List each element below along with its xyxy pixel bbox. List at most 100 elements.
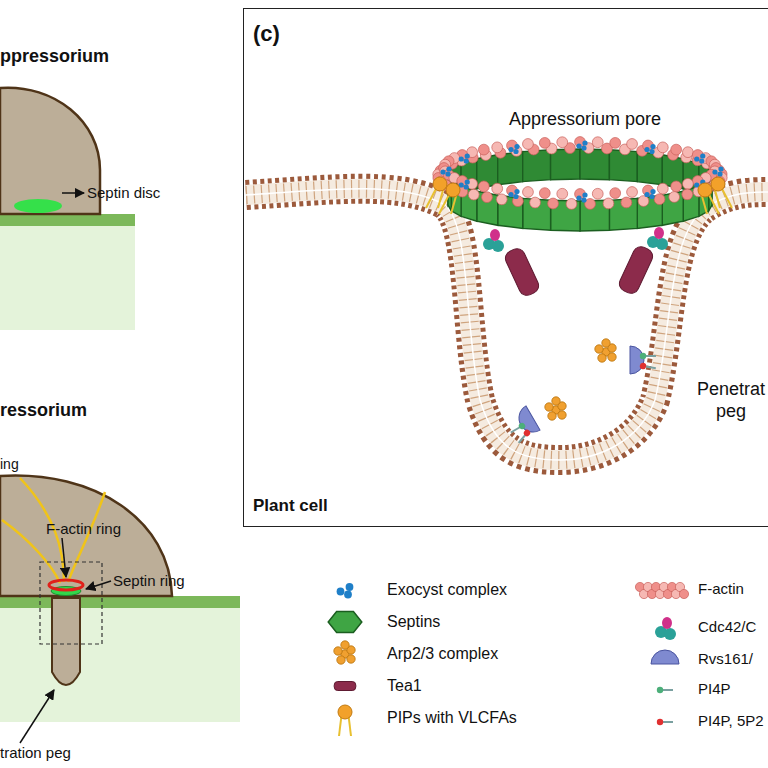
pip-head (711, 177, 725, 191)
exocyst-symbol (649, 149, 654, 154)
structure-label: tration peg (0, 744, 71, 762)
exocyst-symbol (700, 153, 705, 158)
panel-heading: ppressorium (0, 46, 109, 68)
septin-subunit (523, 150, 551, 182)
leader-arrow (62, 538, 66, 577)
exocyst-symbol (717, 171, 722, 176)
legend-text: Rvs161/ (698, 650, 753, 668)
lipid-core (246, 189, 768, 460)
vlcfa-tail (349, 716, 351, 736)
pi-head (518, 422, 527, 431)
legend-symbol (334, 641, 355, 664)
vlcfa-tail (339, 716, 341, 736)
structure-label: Septin ring (113, 572, 185, 590)
septin-subunit (662, 191, 683, 225)
pip-head (338, 705, 352, 719)
plant-tissue (0, 226, 135, 330)
exocyst-symbol (644, 192, 649, 197)
actin-bead (654, 194, 665, 205)
actin-bead (523, 187, 534, 198)
exocyst-symbol (576, 195, 581, 200)
structure-label: Penetrat peg (689, 379, 768, 422)
legend-symbol (657, 719, 673, 725)
actin-bead (566, 199, 577, 210)
septin-ring (448, 149, 712, 231)
exocyst-symbol (581, 197, 586, 202)
actin-bead (671, 144, 682, 155)
phosphoinositide-symbol (639, 362, 656, 371)
rvs-symbol (514, 406, 540, 437)
panel-heading: ressorium (0, 400, 87, 422)
actin-bead (468, 189, 479, 200)
exocyst-symbol (712, 169, 717, 174)
septin-symbol (328, 612, 362, 633)
legend-symbol (337, 583, 354, 598)
actin-bead (682, 189, 693, 200)
pi-head (657, 719, 663, 725)
arp23-symbol (347, 655, 355, 663)
exocyst-symbol (513, 194, 518, 199)
appressorium-panel-a (0, 88, 135, 330)
leader-arrow (62, 192, 84, 194)
tea1-symbol (617, 244, 655, 296)
arp23-symbol (602, 339, 610, 347)
actin-bead (539, 137, 550, 148)
f-actin-ring (49, 580, 83, 590)
exocyst-symbol (346, 583, 354, 591)
legend-text: Tea1 (387, 676, 422, 695)
vlcfa-tail (709, 194, 719, 214)
actin-bead (530, 197, 541, 208)
exocyst-symbol (344, 591, 352, 599)
actin-bead (492, 183, 503, 194)
bilayer-midline (246, 189, 768, 460)
rvs-symbol (630, 346, 644, 374)
septin-subunit (477, 191, 498, 225)
exocyst-symbol (440, 169, 445, 174)
actin-bead (679, 589, 688, 598)
leader-arrow (86, 581, 111, 589)
arp23-symbol (595, 345, 603, 353)
legend-symbol (635, 582, 688, 598)
appressorium-dome (0, 88, 100, 214)
legend-text: F-actin (698, 580, 744, 598)
pip-head (433, 177, 447, 191)
exocyst-symbol (699, 158, 704, 163)
actin-bead (592, 137, 603, 148)
structure-label: Appressorium pore (509, 109, 661, 131)
penetration-peg (52, 598, 80, 685)
cdc42-symbol (664, 628, 676, 640)
actin-bead (482, 192, 493, 203)
structure-label: F-actin ring (46, 520, 121, 538)
phosphoinositide-symbol (509, 422, 526, 436)
legend-symbol (328, 612, 362, 633)
actin-bead (657, 142, 668, 153)
arp23-symbol (558, 411, 566, 419)
arp23-symbol (545, 403, 553, 411)
actin-bead (592, 188, 603, 199)
cdc42-symbol (656, 238, 668, 250)
actin-bead (638, 196, 649, 207)
arp23-symbol (334, 647, 342, 655)
arp23-symbol (548, 412, 556, 420)
exocyst-symbol (508, 147, 513, 152)
cdc42-partner-symbol (654, 227, 664, 239)
actin-bead (557, 137, 568, 148)
legend-symbol (334, 682, 356, 691)
tea1-symbol (334, 682, 356, 691)
exocyst-symbol (464, 158, 469, 163)
phosphoinositide-symbol (640, 353, 656, 359)
pi-head (640, 353, 646, 359)
actin-bead (627, 139, 638, 150)
exocyst-symbol (513, 149, 518, 154)
arp23-symbol (337, 656, 345, 664)
legend-text: PI4P, 5P2 (698, 712, 764, 730)
pi-head (522, 428, 531, 437)
exocyst-symbol (446, 166, 451, 171)
legend-text: Arp2/3 complex (387, 644, 498, 663)
structure-label: Septin disc (87, 184, 160, 202)
phosphoinositide-symbol (657, 719, 673, 725)
panel-letter: (c) (253, 21, 280, 47)
exocyst-symbol (582, 140, 587, 145)
arp23-symbol (552, 397, 560, 405)
